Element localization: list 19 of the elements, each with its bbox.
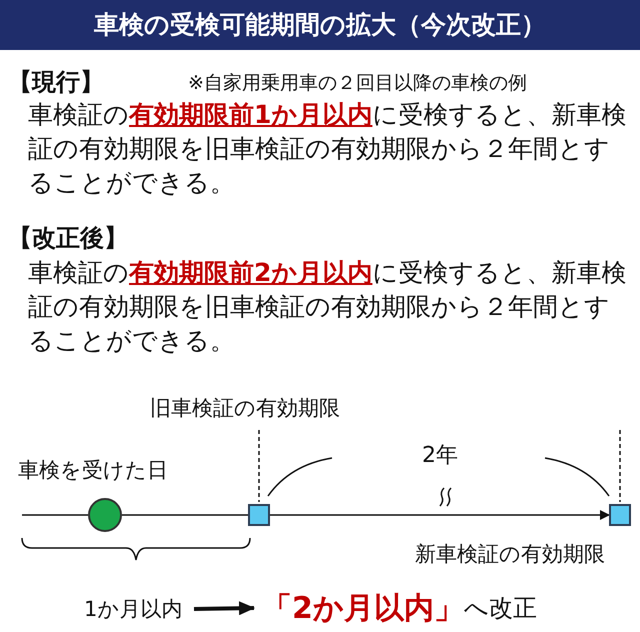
- date-marker: [248, 504, 270, 526]
- arrow: [194, 601, 255, 616]
- title-banner: 車検の受検可能期間の拡大（今次改正）: [0, 0, 640, 50]
- date-marker: [609, 504, 631, 526]
- text-label: へ改正: [464, 593, 537, 624]
- rule-text: 車検証の有効期限前2か月以内に受検すると、新車検証の有効期限を旧車検証の有効期限から２年間とすることができる。: [28, 257, 628, 357]
- footnote: ※自家用乗用車の２回目以降の車検の例: [188, 71, 527, 96]
- highlighted-text: 「2か月以内」: [262, 590, 464, 628]
- section-heading: 【改正後】: [8, 223, 128, 254]
- text-label: 1か月以内: [84, 596, 182, 623]
- timeline: [22, 514, 88, 516]
- date-label: 旧車検証の有効期限: [150, 395, 340, 422]
- rule-text: 車検証の有効期限前1か月以内に受検すると、新車検証の有効期限を旧車検証の有効期限から２年間とすることができる。: [28, 99, 628, 199]
- section-heading: 【現行】: [8, 67, 104, 98]
- timeline-arrow: [270, 510, 610, 520]
- period-label: 2年: [422, 442, 458, 470]
- date-marker: [88, 498, 122, 532]
- date-label: 車検を受けた日: [18, 457, 168, 484]
- date-label: 新車検証の有効期限: [415, 541, 605, 568]
